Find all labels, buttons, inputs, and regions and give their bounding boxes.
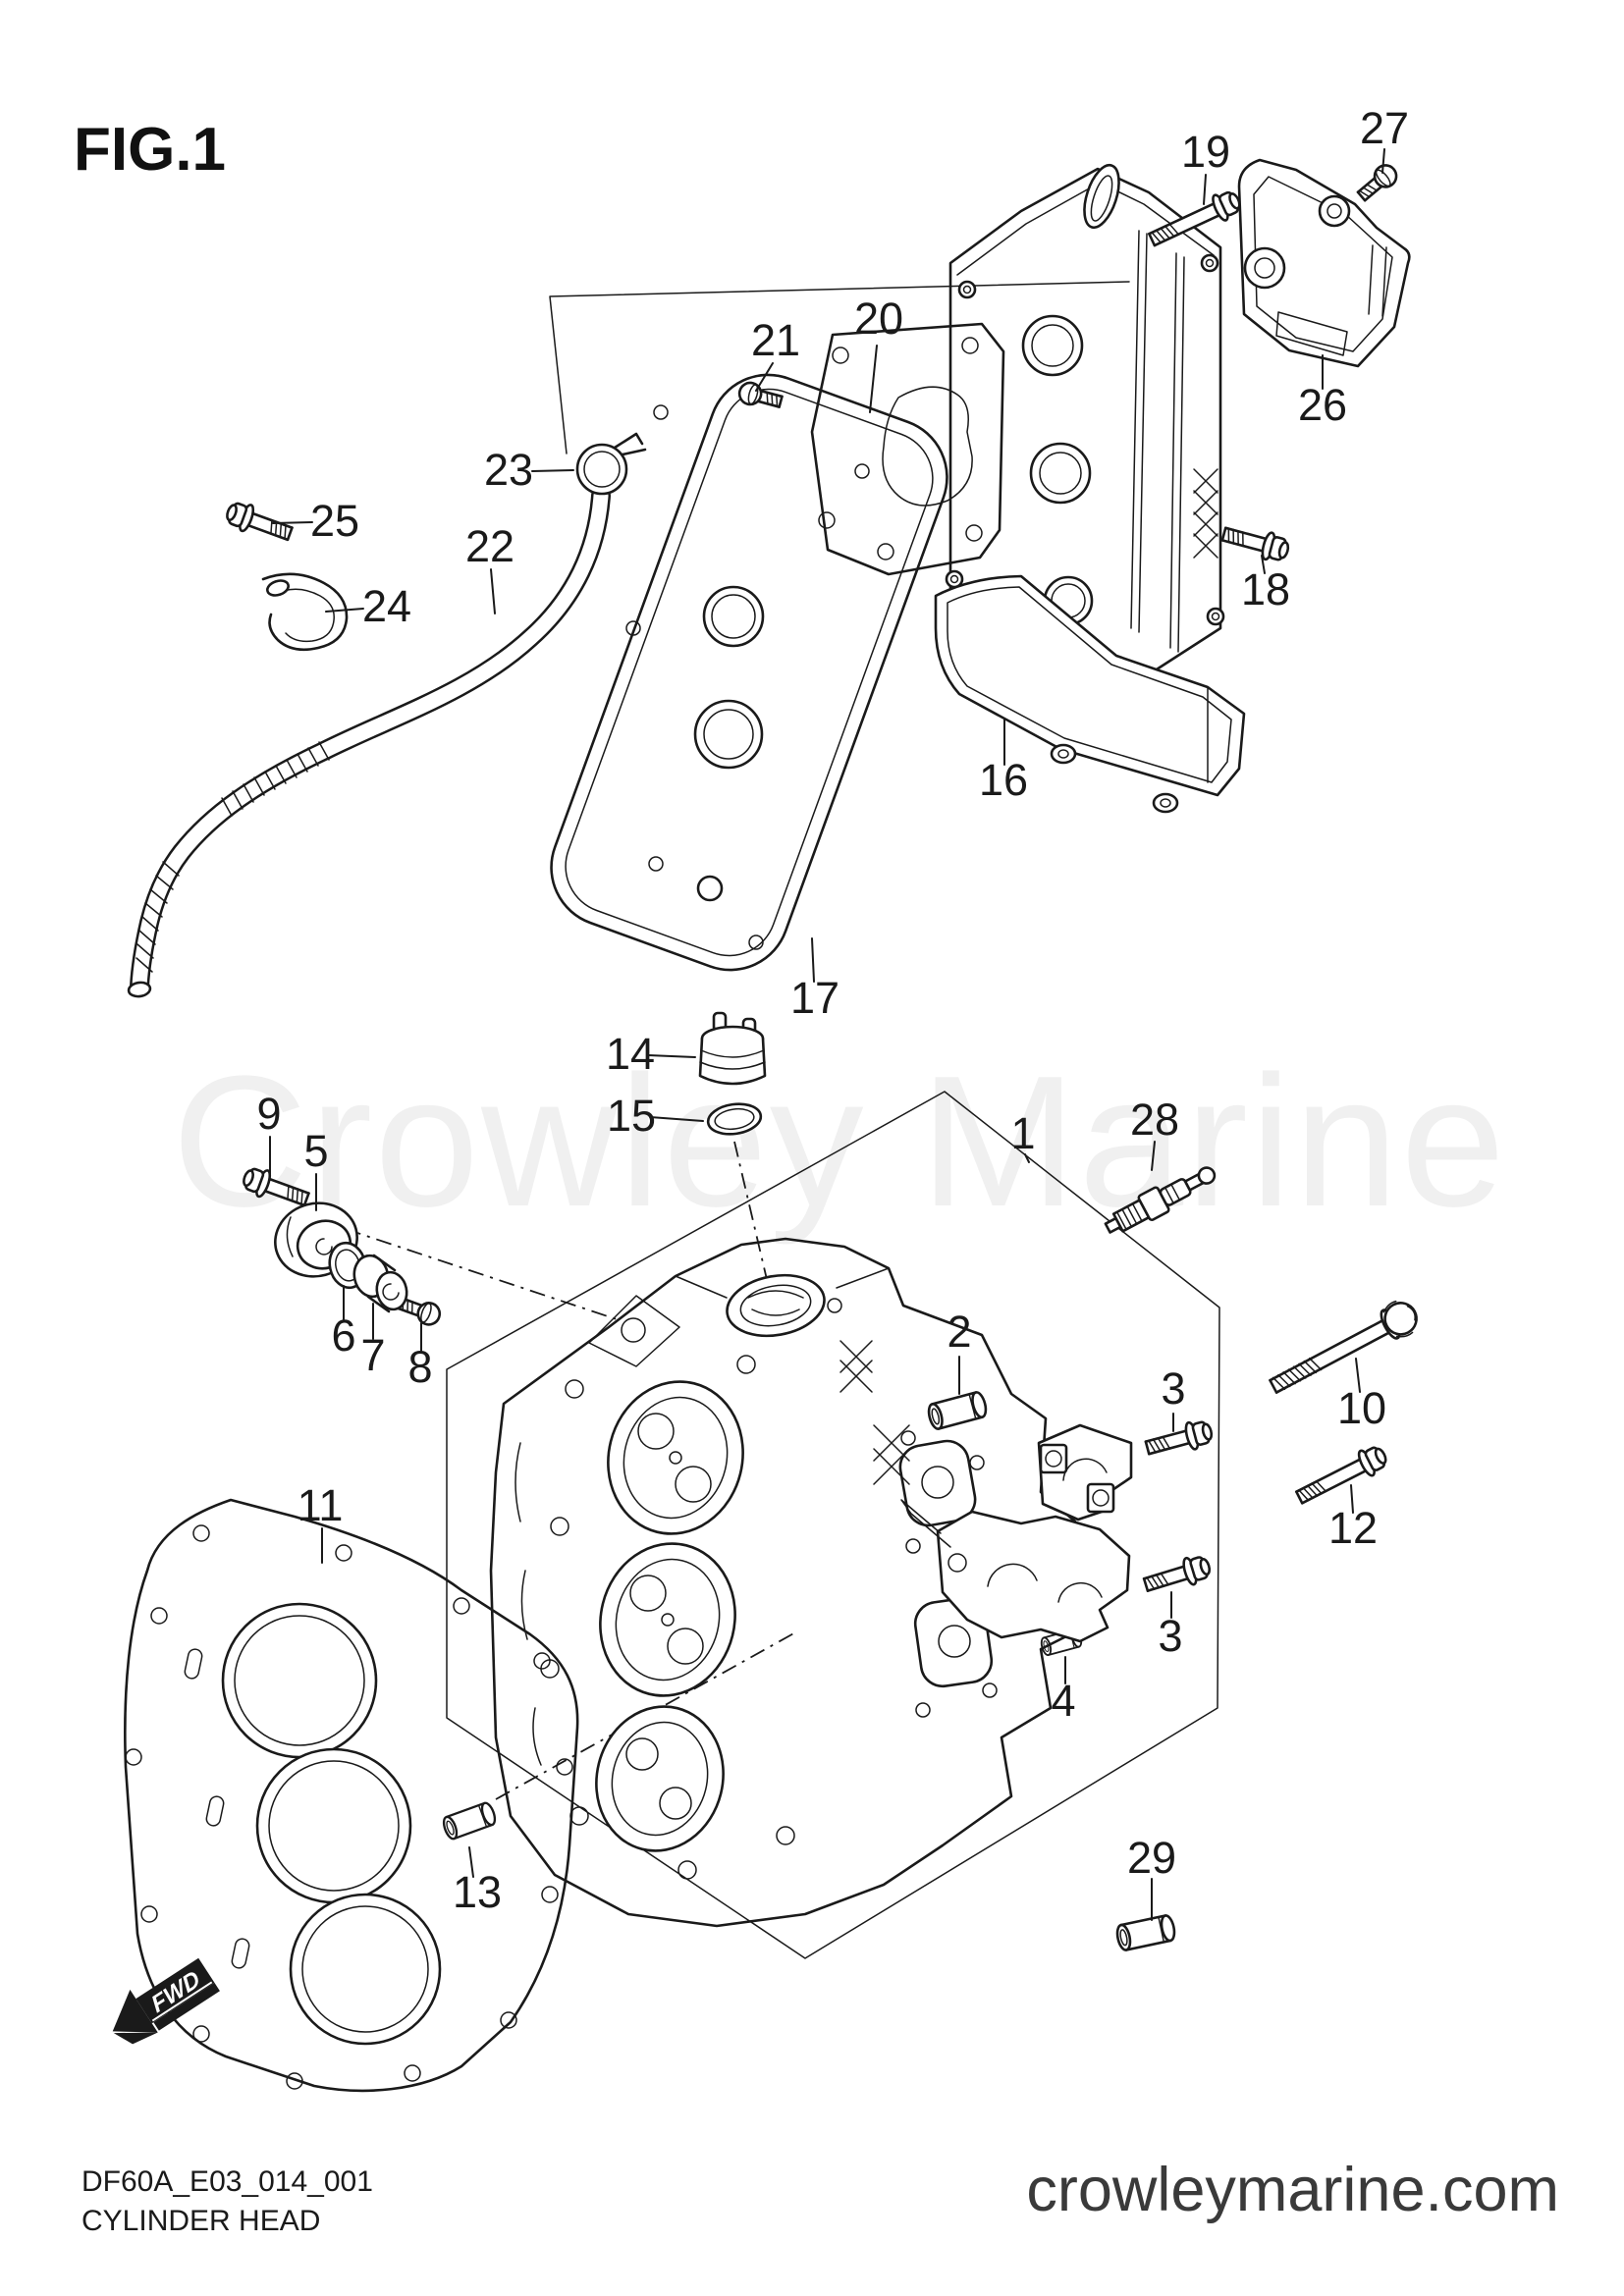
- crosshatch-cover: [1193, 468, 1218, 559]
- callout-25[interactable]: 25: [310, 496, 359, 546]
- callout-12[interactable]: 12: [1328, 1503, 1378, 1553]
- dowel-29-drawing: [1113, 1912, 1178, 1953]
- callouts: 1 2 3 3 4 5 6 7 8 9 10 11 12 13 14 15 16…: [256, 103, 1409, 1917]
- cam-cap-upper-drawing: [1037, 1423, 1133, 1522]
- callout-27[interactable]: 27: [1360, 103, 1409, 153]
- bolt-12-drawing: [1291, 1440, 1392, 1512]
- callout-8[interactable]: 8: [407, 1342, 432, 1392]
- callout-29[interactable]: 29: [1127, 1833, 1176, 1883]
- drawing-code: DF60A_E03_014_001: [81, 2165, 373, 2198]
- callout-1[interactable]: 1: [1010, 1108, 1035, 1158]
- callout-18[interactable]: 18: [1241, 564, 1290, 614]
- callout-2[interactable]: 2: [947, 1307, 971, 1357]
- callout-3-upper[interactable]: 3: [1161, 1363, 1185, 1414]
- hose-clamp-drawing: [575, 432, 647, 496]
- drawing-title: CYLINDER HEAD: [81, 2205, 320, 2237]
- site-logo-text: crowleymarine.com: [1026, 2156, 1559, 2224]
- callout-3-lower[interactable]: 3: [1158, 1611, 1182, 1661]
- breather-gasket-drawing: [810, 322, 1005, 576]
- cylinder-head-drawing: [489, 1237, 1082, 1928]
- bolt-3-upper-drawing: [1142, 1415, 1217, 1463]
- callout-26[interactable]: 26: [1298, 380, 1347, 430]
- callout-10[interactable]: 10: [1337, 1383, 1386, 1433]
- callout-17[interactable]: 17: [790, 973, 839, 1023]
- callout-20[interactable]: 20: [854, 294, 903, 344]
- dowel-13-drawing: [440, 1799, 499, 1842]
- breather-hose-drawing: [127, 486, 611, 998]
- callout-4[interactable]: 4: [1051, 1676, 1075, 1726]
- sleeve-7-drawing: [352, 1254, 408, 1313]
- callout-21[interactable]: 21: [751, 315, 800, 365]
- callout-19[interactable]: 19: [1181, 127, 1230, 177]
- callout-28[interactable]: 28: [1130, 1095, 1179, 1145]
- oil-cap-drawing: [698, 1011, 767, 1086]
- clamp-bracket-drawing: [261, 572, 349, 652]
- leader-lines: [269, 148, 1385, 1921]
- callout-24[interactable]: 24: [362, 581, 411, 631]
- spark-plug-drawing: [1104, 1166, 1217, 1234]
- callout-14[interactable]: 14: [606, 1029, 655, 1079]
- bolt-3-lower-drawing: [1140, 1551, 1215, 1600]
- breather-plate-drawing: [1237, 158, 1411, 368]
- cam-cap-lower-drawing: [900, 1499, 1131, 1643]
- valve-cover-drawing: [934, 163, 1246, 814]
- bolt-18-drawing: [1218, 519, 1293, 566]
- callout-23[interactable]: 23: [484, 445, 533, 495]
- callout-5[interactable]: 5: [303, 1126, 328, 1176]
- callout-9[interactable]: 9: [256, 1089, 281, 1139]
- callout-6[interactable]: 6: [331, 1310, 355, 1361]
- screw-27-drawing: [1353, 159, 1402, 206]
- crosshatch-head: [839, 1340, 910, 1485]
- callout-7[interactable]: 7: [360, 1330, 385, 1380]
- callout-22[interactable]: 22: [465, 521, 514, 571]
- callout-11[interactable]: 11: [298, 1480, 344, 1530]
- watermark-text: Crowley Marine: [172, 1038, 1507, 1246]
- assembly-boundary-box: [446, 1091, 1220, 1959]
- hose-hatch: [135, 741, 330, 973]
- o-ring-15-drawing: [706, 1102, 763, 1136]
- callout-13[interactable]: 13: [453, 1867, 502, 1917]
- callout-15[interactable]: 15: [607, 1091, 656, 1141]
- dowel-2-drawing: [925, 1389, 990, 1432]
- fwd-arrow-icon: FWD: [112, 1957, 220, 2045]
- callout-16[interactable]: 16: [979, 755, 1028, 805]
- figure-title: FIG.1: [74, 116, 226, 184]
- head-gasket-drawing: [124, 1498, 579, 2093]
- head-cover-gasket-drawing: [550, 373, 948, 972]
